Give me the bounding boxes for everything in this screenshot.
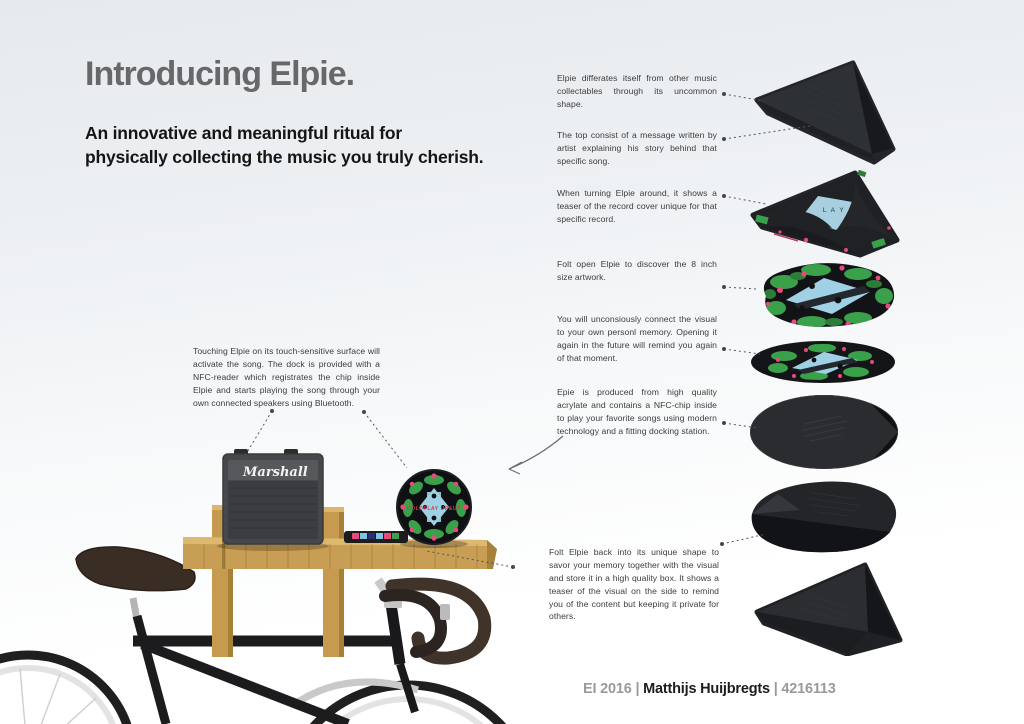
footer-credit: EI 2016 | Matthijs Huijbregts | 4216113: [583, 681, 836, 697]
surface-texture: [807, 492, 861, 517]
annotation-fold-open: Folt open Elpie to discover the 8 inch s…: [557, 259, 717, 282]
dock-teaser-strip: [352, 533, 399, 539]
artwork-pattern: [764, 264, 893, 327]
amp-grille: [228, 481, 318, 539]
figure-elpie-folding: [744, 474, 904, 560]
amp-logo: Marshall: [242, 465, 308, 480]
annotation-fold-back: Folt Elpie back into its unique shape to…: [549, 547, 719, 622]
annotation-memory: You will unconsiously connect the visual…: [557, 314, 717, 363]
page-title: Introducing Elpie.: [85, 55, 355, 93]
footer-separator: |: [635, 681, 640, 697]
disc-black-render: [750, 395, 898, 469]
seat-tube: [132, 614, 171, 724]
disc-label: COLDPLAY UP&UP: [407, 506, 461, 512]
product-scene: Marshall: [0, 449, 507, 724]
figure-elpie-closed-top: [748, 55, 900, 167]
annotation-acrylate-nfc: Epie is produced from high quality acryl…: [557, 387, 717, 436]
footer-separator: |: [773, 681, 778, 697]
figure-elpie-open-artwork: [746, 256, 904, 334]
brake-lever: [440, 604, 450, 620]
down-tube: [140, 639, 350, 724]
figure-elpie-teaser: L A Y: [746, 169, 906, 262]
elpie-standing-disc: COLDPLAY UP&UP: [396, 469, 472, 548]
front-fender: [289, 678, 420, 709]
footer-author: Matthijs Huijbregts: [643, 681, 770, 697]
footer-student-id: 4216113: [781, 681, 836, 697]
annotation-teaser: When turning Elpie around, it shows a te…: [557, 188, 717, 224]
head-tube: [385, 603, 406, 665]
saddle: [75, 546, 196, 592]
annotation-artist-message: The top consist of a message written by …: [557, 130, 717, 166]
elpie-closed-top-render: [754, 60, 896, 165]
disc-pattern: [768, 344, 874, 380]
footer-course: EI 2016: [583, 681, 632, 697]
right-facet: [853, 63, 893, 154]
rear-wheel: [0, 650, 132, 724]
elpie-folding-render: [751, 481, 897, 553]
page-subtitle: An innovative and meaningful ritual for …: [85, 123, 484, 167]
disc-dark-specks: [423, 493, 445, 521]
pink-accents: [778, 226, 891, 252]
front-edge: [762, 226, 860, 255]
bicycle: [0, 546, 507, 724]
amp-control-panel: [228, 460, 318, 480]
annotation-uncommon-shape: Elpie differates itself from other music…: [557, 73, 717, 109]
figure-elpie-refolded: [750, 560, 906, 657]
top-face: [757, 63, 872, 154]
plank-notch: [222, 540, 225, 569]
flap-top: [753, 173, 855, 215]
figure-elpie-disc-black: [748, 392, 904, 474]
top-face: [757, 565, 868, 632]
elpie-teaser-render: L A Y: [750, 169, 900, 258]
fork: [396, 662, 419, 714]
elpie-refolded-render: [754, 562, 903, 657]
red-edge-line: [773, 233, 799, 242]
surface-texture: [801, 595, 851, 623]
lifted-corner: [752, 494, 800, 514]
handlebars: [379, 577, 492, 665]
green-accent-top: [857, 169, 867, 178]
surface-texture: [793, 84, 849, 122]
disc-blue-center: [419, 488, 449, 526]
flap-right: [838, 173, 897, 240]
bottom-bevel: [757, 612, 868, 653]
engraved-text-lines: [801, 415, 847, 442]
bottom-bevel: [757, 100, 875, 161]
front-fold-face: [751, 514, 890, 553]
figure-elpie-disc-artwork: [748, 338, 898, 386]
flap-left: [753, 209, 832, 228]
marshall-amp: Marshall: [217, 449, 329, 551]
elpie-dock: [344, 531, 408, 543]
green-accent-right: [871, 237, 886, 249]
right-facet: [865, 565, 900, 640]
rack-post-right: [323, 507, 344, 657]
green-accent-left: [755, 214, 769, 225]
disc-artwork-render: [751, 341, 895, 383]
annotation-touch-dock: Touching Elpie on its touch-sensitive su…: [193, 346, 380, 408]
elpie-open-render: [763, 263, 895, 327]
teaser-text: L A Y: [823, 207, 845, 214]
disc-pink-dots: [400, 473, 469, 541]
